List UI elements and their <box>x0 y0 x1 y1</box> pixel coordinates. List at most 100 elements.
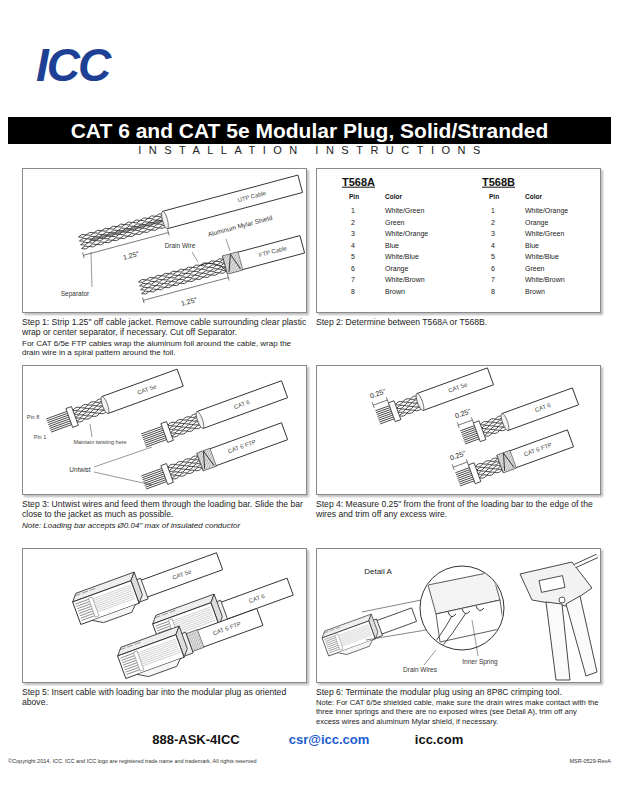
crimp-tool-illustration-part-part <box>448 606 484 617</box>
loading-bar-illustration-part-part <box>195 411 206 430</box>
wire-color: Orange <box>385 264 408 272</box>
modular-plug-illustration <box>70 543 296 684</box>
wire-color: Green <box>525 264 544 272</box>
strip-cable-illustration-part-part <box>199 252 245 280</box>
part-label: Drain Wire <box>164 242 197 249</box>
pin-number: 3 <box>491 230 495 238</box>
step-caption: Step 1: Strip 1.25" off cable jacket. Re… <box>22 317 307 338</box>
dimension-label: 1.25" <box>121 250 141 262</box>
modular-plug-illustration-part <box>115 599 266 684</box>
step-note: Note: For CAT 6/5e shielded cable, make … <box>316 698 601 725</box>
subtitle: INSTALLATION INSTRUCTIONS <box>138 144 488 157</box>
loading-bar-illustration-part-part <box>161 464 173 485</box>
trim-wires-illustration-part <box>372 361 494 426</box>
step-caption: Step 5: Insert cable with loading bar in… <box>22 687 307 708</box>
step-note: For CAT 6/5e FTP cables wrap the aluminu… <box>22 339 307 358</box>
dimension-label: 0.25" <box>368 387 388 401</box>
strip-cable-illustration-part-part <box>78 213 167 250</box>
table-column-heading: Pin <box>349 193 359 200</box>
crimp-tool-illustration-part-part <box>320 614 381 660</box>
trim-wires-illustration-part-part <box>468 463 480 484</box>
crimp-tool-illustration-part <box>320 600 419 660</box>
wire-color: White/Blue <box>525 253 559 261</box>
trim-wires-illustration-part <box>452 423 574 488</box>
pin-number: 4 <box>491 241 495 249</box>
trim-wires-illustration-part-part <box>473 421 485 442</box>
pin-number: 1 <box>491 207 495 215</box>
website: icc.com <box>415 733 463 748</box>
detail-label: Detail A <box>364 567 392 576</box>
trim-wires-illustration-part-part <box>497 430 574 473</box>
pin-label: Pin 1 <box>33 434 48 440</box>
crimp-tool-illustration-part <box>575 556 597 566</box>
email-address: csr@icc.com <box>289 733 370 748</box>
crimp-tool-illustration-part <box>559 597 565 603</box>
trim-wires-illustration-part-part <box>500 413 511 432</box>
part-label: Inner Spring <box>461 658 498 665</box>
crimp-tool-illustration-part <box>575 556 597 566</box>
phone-number: 888-ASK-4ICC <box>152 733 239 748</box>
loading-bar-illustration-part-part <box>161 422 173 443</box>
step-panel: Step 5: Insert cable with loading bar in… <box>22 548 307 708</box>
crimp-tool-illustration-part <box>362 600 426 640</box>
strip-cable-illustration <box>78 175 307 303</box>
pin-number: 5 <box>491 253 495 261</box>
loading-bar-illustration-part-part <box>100 396 111 415</box>
trim-wires-illustration-part-part <box>499 451 514 470</box>
trim-wires-illustration-part-part <box>497 450 517 473</box>
table-column-heading: Color <box>385 193 402 200</box>
trim-wires-illustration-part-part <box>502 388 579 431</box>
trim-wires-illustration-part-part <box>388 401 400 422</box>
trim-wires-illustration-part-part <box>417 368 494 411</box>
strip-cable-illustration-part-part <box>225 253 241 273</box>
panel-frame <box>316 548 601 683</box>
crimp-tool-illustration-part <box>420 566 504 654</box>
table-column-heading: Pin <box>489 193 499 200</box>
wire-color: Green <box>385 218 404 226</box>
strip-cable-illustration-part-part <box>163 175 303 229</box>
step-panel: Step 2: Determine between T568A or T568B… <box>316 168 601 327</box>
part-label: Aluminum Mylar Shield <box>206 214 274 239</box>
loading-bar-illustration-part <box>90 424 152 485</box>
loading-bar-illustration-part-part <box>197 381 288 429</box>
dimension-label: 0.25" <box>453 407 473 421</box>
modular-plug-illustration-part-part <box>183 608 263 652</box>
pin-number: 1 <box>351 207 355 215</box>
loading-bar-illustration-part-part <box>199 449 214 468</box>
brand-logo: ICC <box>36 39 109 92</box>
modular-plug-illustration-part-part <box>138 553 223 599</box>
loading-bar-illustration <box>45 368 288 492</box>
part-label: Drain Wires <box>402 666 438 673</box>
pin-number: 6 <box>351 264 355 272</box>
pin-number: 4 <box>351 241 355 249</box>
copyright-note: ©Copyright 2014, ICC. ICC and ICC logo a… <box>8 758 257 764</box>
step-panel: Step 3: Untwist wires and feed them thro… <box>22 365 307 530</box>
loading-bar-illustration-part-part <box>197 448 217 471</box>
callout-label: Untwist <box>68 466 91 473</box>
title-band: CAT 6 and CAT 5e Modular Plug, Solid/Str… <box>8 117 611 144</box>
pin-number: 7 <box>351 276 355 284</box>
document-code: MSR-0529-RevA <box>569 758 611 764</box>
strip-cable-illustration-part <box>91 239 230 287</box>
wire-color: Blue <box>385 241 399 249</box>
strip-cable-illustration-part-part <box>223 236 305 274</box>
pin-number: 3 <box>351 230 355 238</box>
step-note: Note: Loading bar accepts Ø0.04" max of … <box>22 521 307 531</box>
table-heading: T568B <box>482 176 515 189</box>
panel-frame <box>22 365 307 495</box>
wire-color: White/Green <box>385 207 424 215</box>
wire-color: White/Brown <box>525 276 565 284</box>
step-panel: Step 6: Terminate the modular plug using… <box>316 548 601 726</box>
wire-color: White/Orange <box>385 230 428 238</box>
part-label: Separator <box>60 290 91 297</box>
crimp-tool-illustration-part <box>566 596 597 676</box>
strip-cable-illustration-part-part <box>160 211 169 230</box>
loading-bar-illustration-part-part <box>102 369 183 413</box>
table-heading: T568A <box>342 176 375 189</box>
step-caption: Step 4: Measure 0.25" from the front of … <box>316 499 601 520</box>
crimp-tool-illustration-part <box>420 566 504 650</box>
wire-color: Orange <box>525 218 548 226</box>
pin-number: 7 <box>491 276 495 284</box>
crimp-tool-illustration-part <box>546 602 570 680</box>
